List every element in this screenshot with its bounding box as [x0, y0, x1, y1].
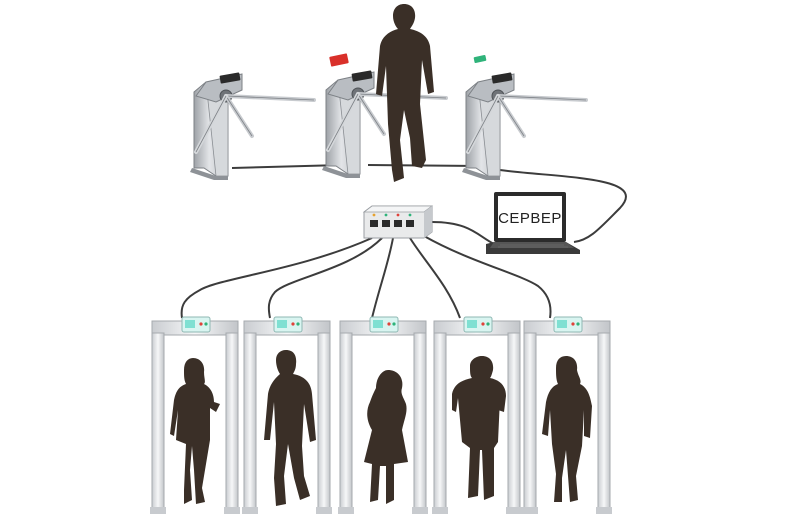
- laptop-icon: СЕРВЕР: [486, 192, 580, 254]
- tripod-turnstile-icon: [188, 70, 316, 182]
- woman-in-dress-silhouette: [364, 370, 408, 504]
- cable-switch-to-detector-4: [409, 237, 461, 319]
- cable-switch-to-server: [431, 221, 495, 245]
- cable-switch-to-detector-5: [423, 235, 552, 319]
- tripod-turnstile-icon: [460, 55, 588, 182]
- cable-turnstile-1-2: [231, 164, 343, 169]
- network-switch-icon: [362, 205, 434, 239]
- cable-switch-to-detector-3: [371, 237, 394, 319]
- man-walking-silhouette: [264, 350, 316, 506]
- woman-walking-silhouette: [542, 356, 592, 502]
- cable-turnstile-2-3: [367, 164, 481, 167]
- man-passing-turnstile-silhouette: [376, 4, 434, 182]
- tripod-turnstile-icon: [320, 53, 448, 180]
- cable-switch-to-detector-2: [267, 237, 383, 319]
- cables: [180, 164, 627, 319]
- cable-turnstile-to-server: [499, 169, 627, 243]
- woman-with-phone-silhouette: [170, 358, 220, 504]
- server-label: СЕРВЕР: [498, 210, 562, 227]
- man-on-phone-silhouette: [452, 356, 506, 500]
- cable-switch-to-detector-1: [180, 237, 373, 319]
